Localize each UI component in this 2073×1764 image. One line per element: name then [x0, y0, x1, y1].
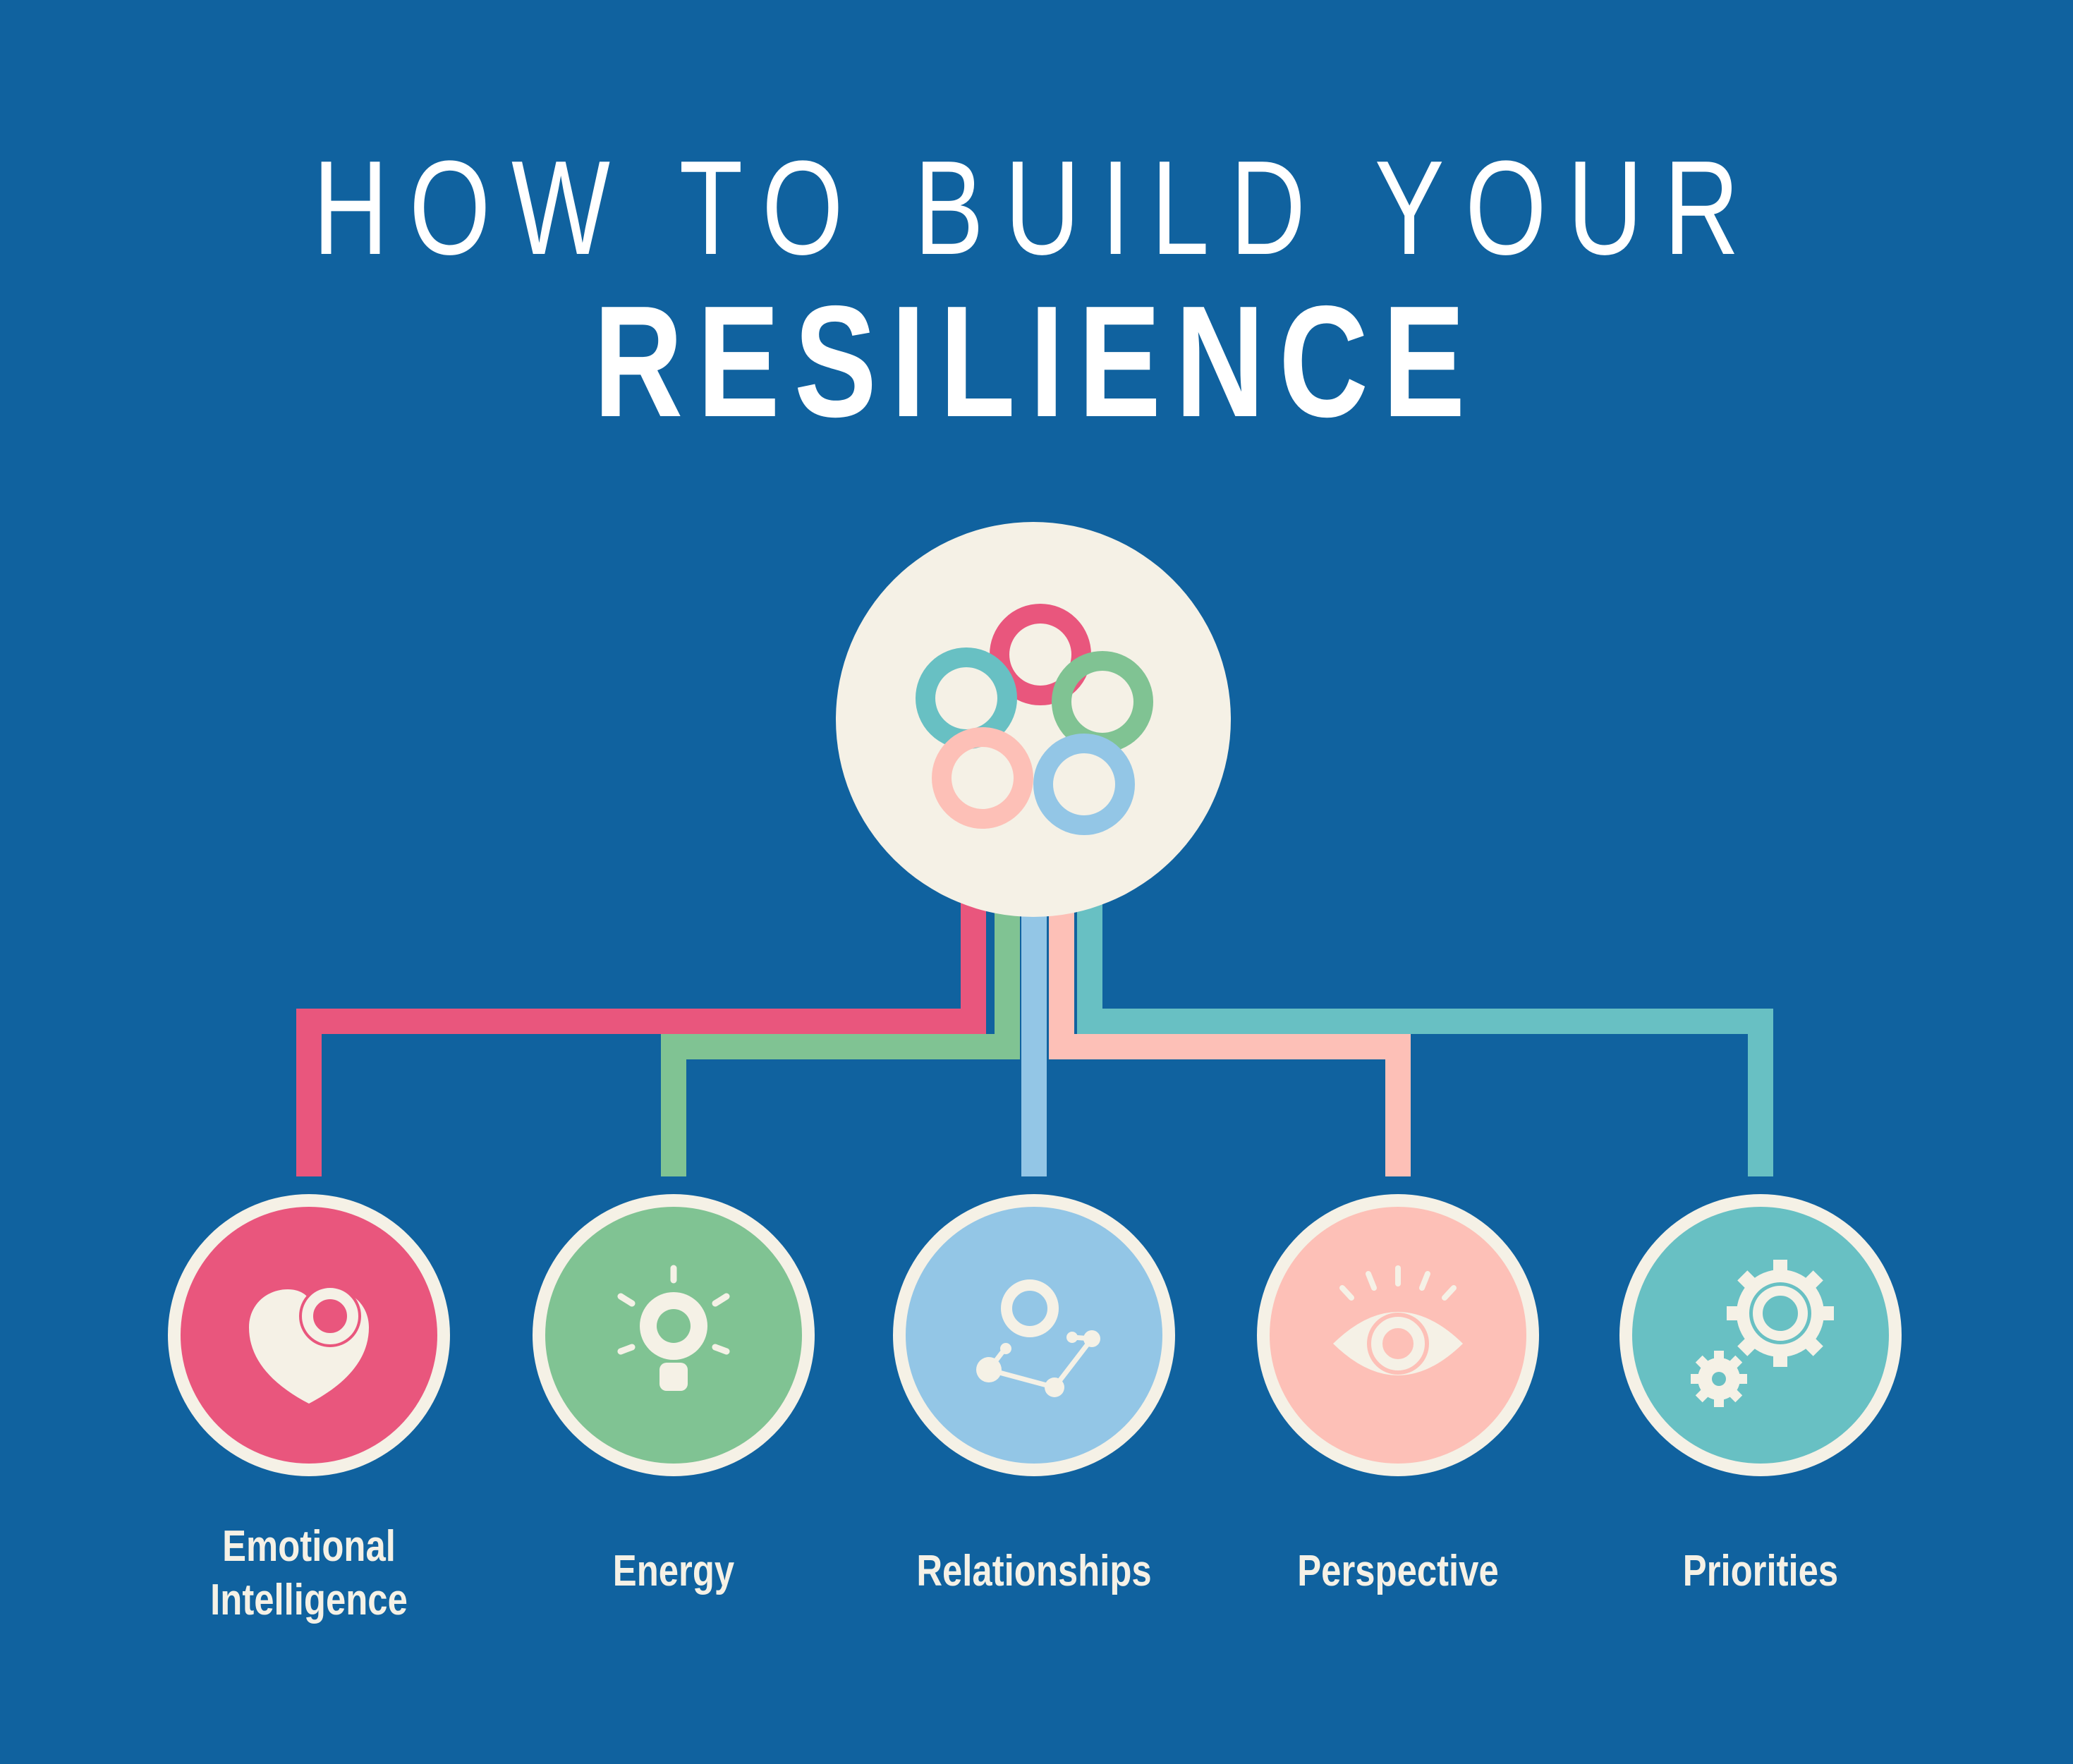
title-line-2: RESILIENCE: [593, 272, 1480, 450]
label-perspective-text: Perspective: [1297, 1547, 1499, 1595]
label-energy: Energy: [523, 1545, 824, 1598]
connector-energy: [661, 896, 1020, 1176]
label-relationships: Relationships: [884, 1545, 1184, 1598]
pillar-node-energy: [533, 1194, 815, 1476]
center-circle: [836, 522, 1231, 917]
title-line-1: HOW TO BUILD YOUR: [312, 133, 1761, 283]
label-perspective: Perspective: [1248, 1545, 1548, 1598]
pillar-node-relationships: [893, 1194, 1175, 1476]
label-priorities: Priorities: [1610, 1545, 1911, 1598]
eye-icon: [1333, 1265, 1463, 1375]
connector-emotional-intelligence: [296, 896, 986, 1176]
connector-perspective: [1049, 896, 1411, 1176]
label-emotional-intelligence-line-2: Intelligence: [210, 1576, 408, 1624]
label-energy-text: Energy: [612, 1547, 735, 1595]
network-people-icon: [976, 1279, 1100, 1397]
heart-icon: [249, 1285, 369, 1404]
label-emotional-intelligence-line-1: Emotional: [222, 1522, 396, 1571]
connector-priorities: [1077, 896, 1773, 1176]
center-node: [836, 522, 1231, 917]
connectors: [296, 896, 1773, 1176]
label-emotional-intelligence: Emotional Intelligence: [159, 1520, 459, 1627]
lightbulb-icon: [617, 1265, 730, 1391]
interlocking-rings-icon: [916, 604, 1153, 835]
pillar-node-priorities: [1619, 1194, 1902, 1476]
label-relationships-text: Relationships: [916, 1547, 1152, 1595]
pillar-node-perspective: [1257, 1194, 1539, 1476]
gears-icon: [1691, 1260, 1834, 1407]
pillar-node-emotional-intelligence: [168, 1194, 450, 1476]
label-priorities-text: Priorities: [1682, 1547, 1839, 1595]
